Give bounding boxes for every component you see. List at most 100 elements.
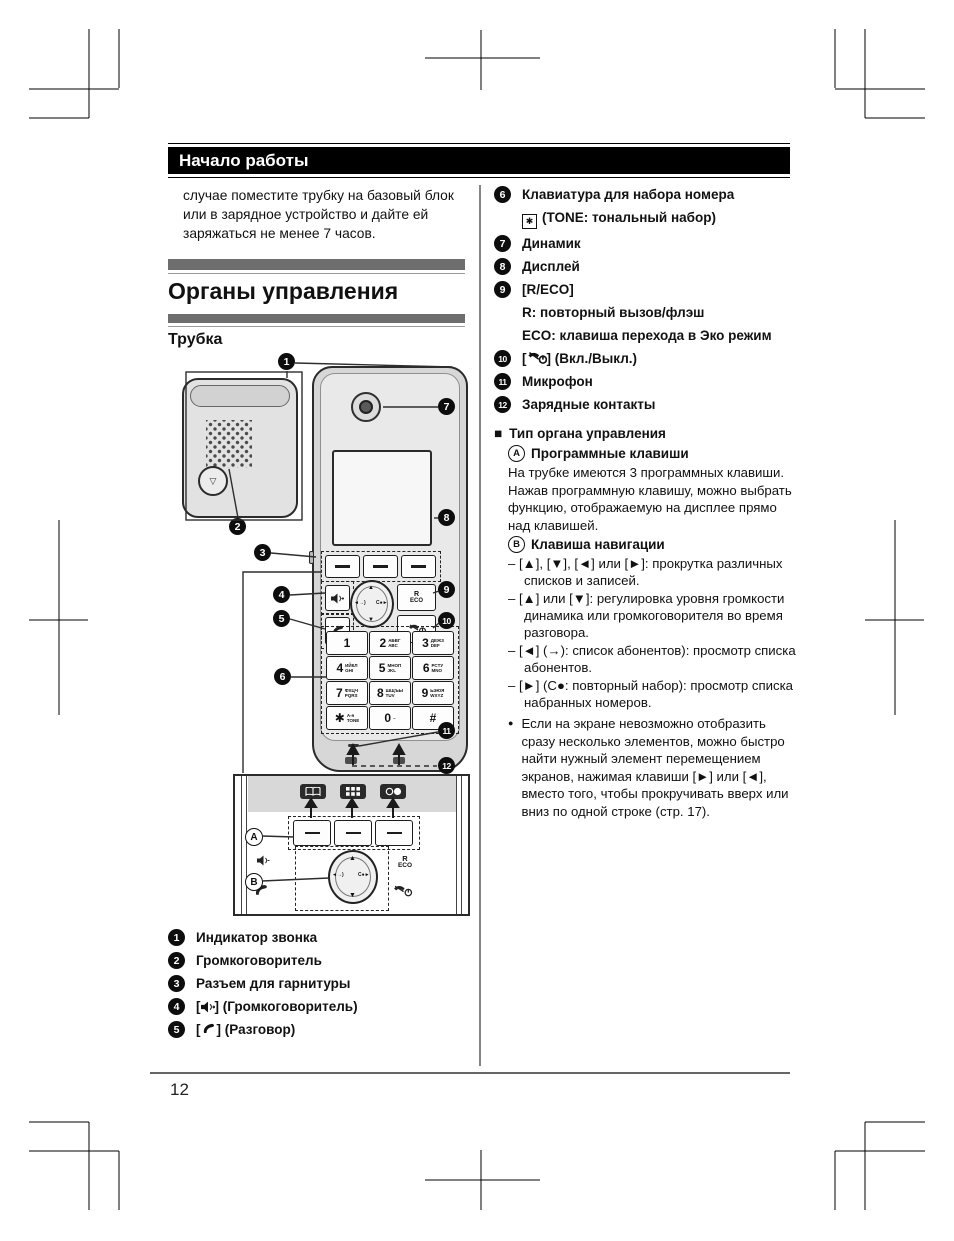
belt-clip-mark: ▽: [209, 475, 217, 486]
control-type-heading: ■ Тип органа управления: [494, 426, 794, 441]
soft-key-dash: [304, 831, 320, 835]
navkey-usage-line: – [▲] или [▼]: регулировка уровня громко…: [508, 591, 785, 640]
detail-talk-key: [248, 879, 274, 901]
section-bar-top: [168, 259, 465, 270]
navkey-usage-line: – [►] (C●: повторный набор): просмотр сп…: [508, 678, 793, 710]
detail-nav-right-redial-icon: C●►: [358, 872, 370, 878]
key-lat: GHI: [345, 668, 354, 673]
item-number: 8: [494, 258, 511, 275]
key-digit: 4: [336, 661, 344, 675]
callout-12: 12: [438, 757, 455, 774]
navkey-usage-line: – [◄] (→): список абонентов): просмотр с…: [508, 643, 796, 675]
microphone-hole: [348, 744, 359, 747]
key-digit: 2: [379, 636, 387, 650]
power-off-icon: [527, 351, 547, 364]
item-number: 10: [494, 350, 511, 367]
item-label: Клавиатура для набора номера: [522, 187, 735, 202]
item-label: Дисплей: [522, 259, 580, 274]
detail-nav-up-arrow: ▲: [349, 855, 356, 862]
note-bullet: ● Если на экране невозможно отобразить с…: [508, 715, 796, 820]
list-item: 10 [] (Вкл./Выкл.): [494, 350, 794, 367]
detail-nav-down-arrow: ▼: [349, 892, 356, 899]
tone-star-key-icon: ✱: [522, 214, 537, 229]
handset-back-earcap: [190, 385, 290, 407]
key-digit: ✱: [334, 711, 345, 725]
detail-soft-key-left: [293, 820, 331, 846]
detail-phone-left-edge: [241, 776, 247, 914]
handset-parts-list: 1 Индикатор звонка 2 Громкоговоритель 3 …: [168, 929, 468, 1044]
speakerphone-icon: [331, 593, 344, 603]
square-bullet: ■: [494, 426, 503, 441]
key-digit: 8: [376, 686, 384, 700]
item-label: [R/ECO]: [522, 282, 574, 297]
earpiece-speaker: [351, 392, 381, 422]
item-sub: R: повторный вызов/флэш: [522, 305, 705, 320]
list-item: 7 Динамик: [494, 235, 794, 252]
header-rule-top: [168, 143, 790, 144]
talk-icon: [255, 884, 267, 895]
key-lat: TUV: [385, 693, 395, 698]
key-cyr: МНОП: [387, 663, 402, 668]
key-digit: 7: [336, 686, 343, 700]
display: [332, 450, 432, 546]
key-lat: JKL: [387, 668, 396, 673]
callout-10: 10: [438, 612, 455, 629]
key-digit: 6: [422, 661, 430, 675]
navigation-key-inner: [356, 586, 388, 622]
subsection-title: Трубка: [168, 331, 223, 348]
item-label: Индикатор звонка: [196, 930, 318, 945]
item-sub: ECO: клавиша перехода в Эко режим: [522, 328, 772, 343]
key-lat: TONE: [346, 718, 360, 723]
redial-icon: [380, 784, 406, 799]
earpiece-speaker-center: [359, 400, 373, 414]
soft-key-dash: [335, 565, 350, 568]
softkeys-description: На трубке имеются 3 программных клавиши.…: [508, 465, 792, 533]
r-eco-key-r: R: [402, 854, 408, 863]
callout-B: B: [245, 873, 263, 891]
nav-up-arrow: ▲: [368, 585, 374, 591]
item-number: 4: [168, 998, 185, 1015]
navkey-usage-line: – [▲], [▼], [◄] или [►]: прокрутка разли…: [508, 556, 783, 588]
list-item: 5 [] (Разговор): [168, 1021, 468, 1038]
r-eco-key-eco: ECO: [397, 861, 413, 869]
item-number: 12: [494, 396, 511, 413]
item-number: 1: [168, 929, 185, 946]
detail-nav-left-contacts-icon: ◄→): [332, 872, 344, 878]
soft-key-right: [401, 555, 436, 578]
detail-navigation-key-inner: [335, 857, 371, 897]
item-number: 11: [494, 373, 511, 390]
talk-icon: [203, 1023, 214, 1033]
detail-power-key: [384, 879, 420, 903]
item-number: 7: [494, 235, 511, 252]
power-off-icon: [393, 885, 412, 897]
r-eco-key: R ECO: [397, 584, 436, 611]
bracket-open: [: [196, 999, 201, 1014]
charge-contact-right: [393, 757, 405, 764]
detail-soft-key-middle: [334, 820, 372, 846]
key-lat: ABC: [388, 643, 398, 648]
key-cyr: А-я: [346, 713, 355, 718]
section-bar-sub-line: [168, 326, 465, 327]
key-lat: MNO: [431, 668, 443, 673]
list-item: 9 [R/ECO]: [494, 281, 794, 298]
list-item: 11 Микрофон: [494, 373, 794, 390]
soft-key-dash: [411, 565, 426, 568]
phonebook-icon: [300, 784, 326, 799]
section-bar-top-line: [168, 273, 465, 274]
softkeys-subheading-text: Программные клавиши: [531, 446, 689, 461]
r-eco-key-eco: ECO: [409, 598, 423, 604]
speakerphone-key: [325, 585, 350, 611]
key-lat: WXYZ: [430, 693, 444, 698]
item-number: 6: [494, 186, 511, 203]
callout-A: A: [245, 828, 263, 846]
key-lat: DEF: [430, 643, 440, 648]
item-sub: ✱(TONE: тональный набор): [522, 209, 794, 229]
control-type-heading-text: Тип органа управления: [509, 426, 666, 441]
keypad-key-1: 1: [326, 631, 368, 655]
soft-key-dash: [345, 831, 361, 835]
